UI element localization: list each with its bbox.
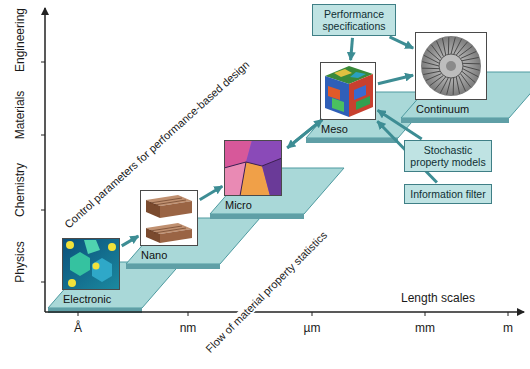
scale-label: Micro (225, 199, 252, 211)
slab-edge (126, 264, 220, 269)
flow-arrow (351, 38, 353, 60)
y-axis (44, 8, 46, 312)
callout-text: Performance specifications (317, 8, 391, 32)
x-axis (45, 311, 524, 313)
slab-edge (306, 138, 398, 143)
flow-arrow (200, 186, 223, 199)
nano-picture (140, 190, 198, 246)
continuum-picture (415, 32, 487, 100)
flow-arrow (122, 236, 139, 246)
scale-label: Electronic (63, 293, 111, 305)
flow-arrow (287, 120, 322, 148)
flow-arrow (378, 75, 413, 84)
micro-picture (224, 140, 282, 196)
flow-arrow (378, 110, 422, 139)
flow-arrow (287, 120, 322, 148)
meso-picture (320, 62, 376, 120)
slab-edge (401, 118, 509, 123)
axis-label: Materials (13, 91, 27, 140)
flow-label: Flow of material property statistics (202, 227, 331, 356)
callout-box: Information filter (404, 184, 492, 204)
flow-label: Control parameters for performance-based… (62, 58, 251, 230)
axis-title: Length scales (401, 291, 475, 305)
tick-label: µm (304, 321, 321, 335)
axis-label: Physics (13, 241, 27, 282)
callout-text: Stochastic property models (409, 144, 487, 168)
axis-label: Chemistry (13, 163, 27, 217)
scale-label: Nano (141, 249, 167, 261)
flow-arrow (390, 37, 414, 48)
tick-label: m (503, 321, 513, 335)
tick-label: nm (180, 321, 197, 335)
tick-label: mm (415, 321, 435, 335)
scale-panel: Micro (224, 140, 282, 196)
scale-label: Meso (321, 123, 348, 135)
scale-panel: Nano (140, 190, 198, 246)
scale-panel: Meso (320, 62, 376, 120)
callout-box: Stochastic property models (404, 140, 492, 172)
scale-panel: Continuum (415, 32, 487, 100)
scale-panel: Electronic (62, 238, 120, 290)
slab-edge (210, 214, 304, 219)
axis-label: Engineering (13, 8, 27, 72)
electronic-picture (62, 238, 120, 290)
scale-label: Continuum (416, 103, 469, 115)
callout-text: Information filter (409, 188, 487, 200)
callout-box: Performance specifications (312, 4, 396, 36)
tick-label: Å (74, 321, 82, 335)
